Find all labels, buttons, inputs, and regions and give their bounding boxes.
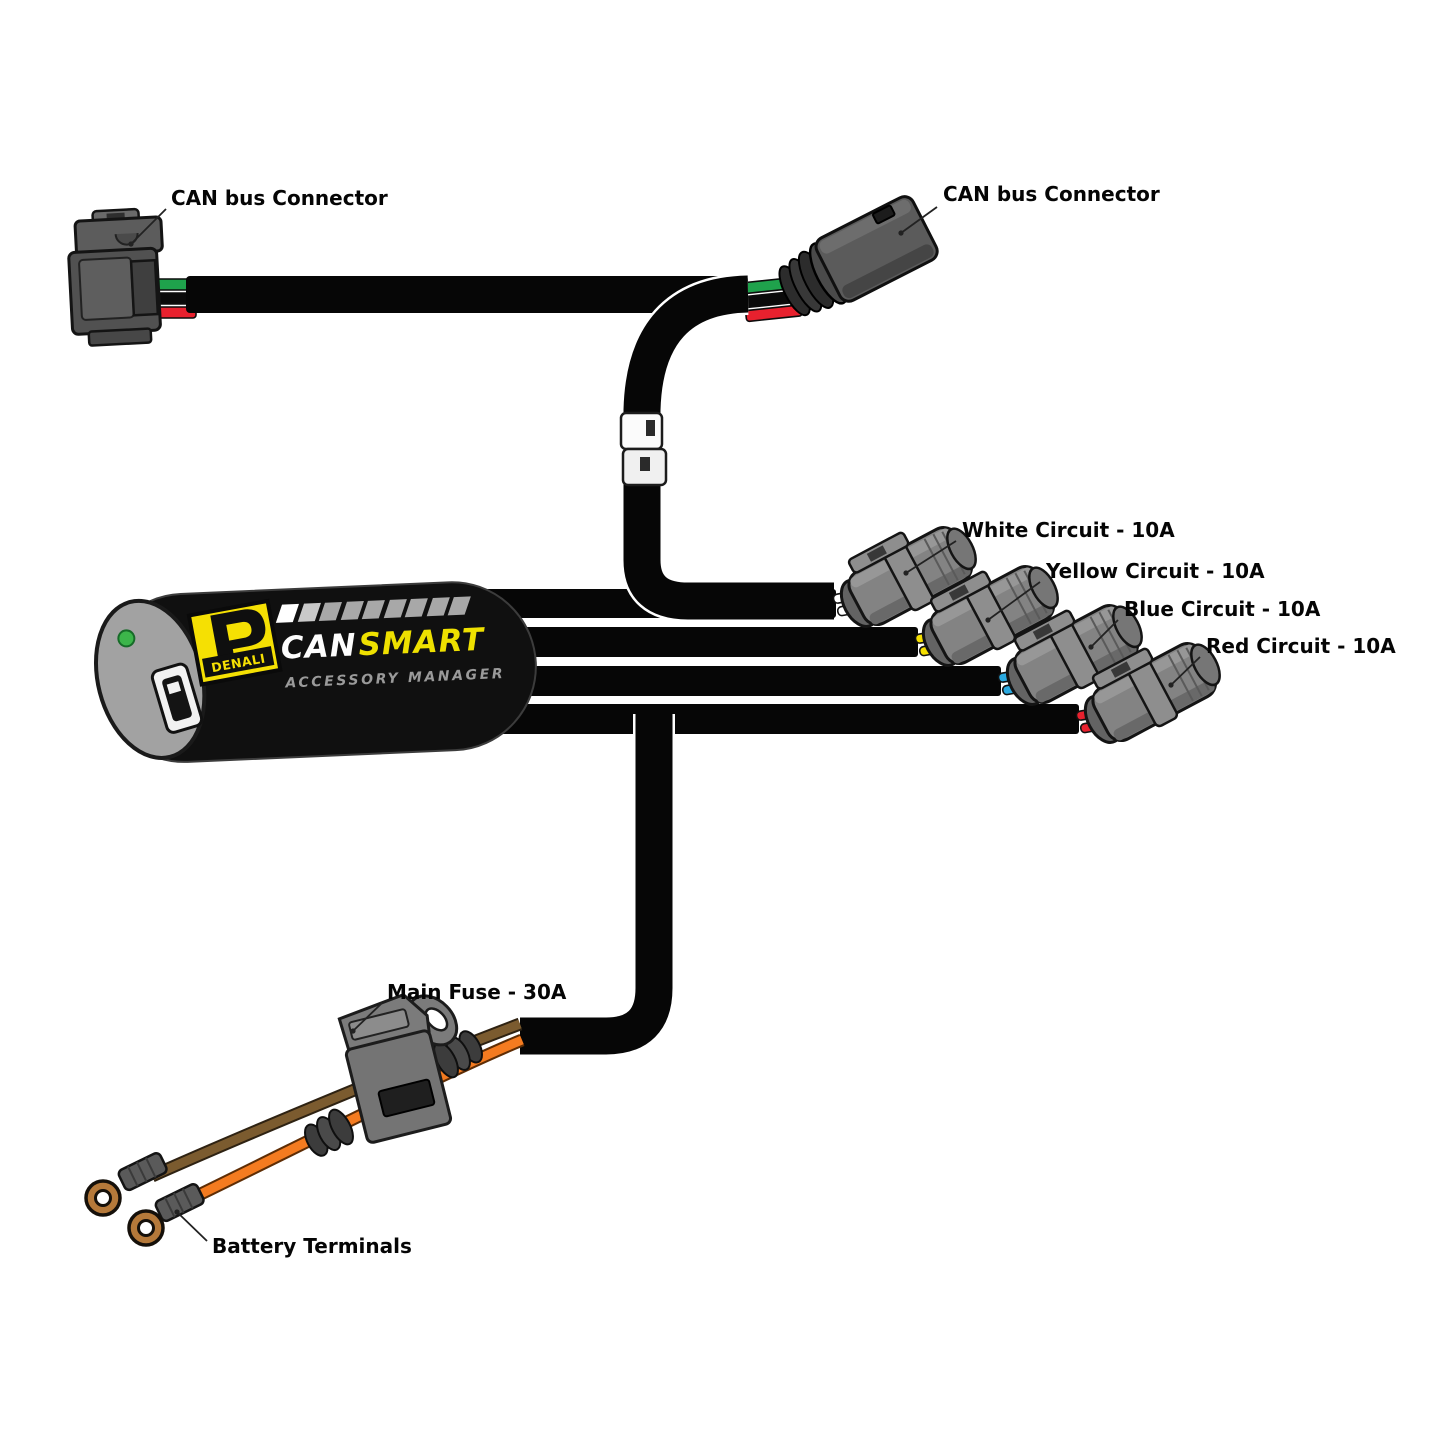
product-name-can: CAN: [280, 627, 357, 666]
annotations: CAN bus Connector CAN bus Connector Whit…: [128, 182, 1396, 1258]
denali-logo: DENALI: [186, 598, 283, 687]
leader-dot: [350, 1028, 356, 1034]
crimp-ribs: [164, 1188, 194, 1218]
status-led: [117, 629, 136, 648]
canbus-connector-right: [778, 195, 939, 317]
leader-blue-circuit: [1090, 619, 1119, 648]
clip-detail-1: [646, 420, 655, 436]
trunk-lower: [520, 714, 675, 1057]
label-can-bus-right: CAN bus Connector: [943, 182, 1160, 206]
boot-rib: [328, 1108, 354, 1146]
segment: [318, 601, 342, 622]
leader-white-circuit: [905, 540, 957, 574]
fuse-pull-hole: [424, 1007, 449, 1032]
cansmart-controller: DENALI CANSMART ACCESSORY MANAGER: [93, 581, 537, 763]
label-yellow-circuit: Yellow Circuit - 10A: [1045, 559, 1265, 583]
brown-wire: [150, 1019, 522, 1181]
fuse-window: [377, 1078, 436, 1118]
battery-terminal-orange: [127, 1183, 205, 1247]
trunk-upper: [621, 273, 834, 622]
logo-band: [202, 646, 275, 678]
segment: [383, 599, 407, 619]
segment: [426, 597, 450, 617]
leader-dot: [903, 570, 909, 576]
leader-dot: [128, 241, 134, 247]
segment: [297, 602, 321, 622]
fuse-boot-left: [304, 1108, 354, 1157]
canbus-harness: [67, 195, 1079, 1057]
label-red-circuit: Red Circuit - 10A: [1206, 634, 1396, 658]
usb-port-icon: [150, 662, 204, 734]
inline-clip: [619, 411, 668, 487]
leader-red-circuit: [1170, 656, 1201, 686]
segment: [361, 600, 385, 620]
crimp: [154, 1183, 205, 1223]
leader-dot: [1168, 682, 1174, 688]
leader-can-left: [130, 208, 167, 245]
ring-hole: [94, 1189, 112, 1207]
crimp-ribs: [127, 1157, 157, 1187]
connector-foot: [87, 327, 153, 347]
clip-upper: [619, 411, 664, 451]
wire-exit: [129, 258, 160, 317]
logo-d-counter: [226, 621, 252, 641]
segment: [404, 598, 428, 618]
power-leads: [84, 992, 525, 1247]
canbus-connector-left: [67, 207, 164, 347]
fuse-tower: [337, 992, 459, 1144]
circuit-connectors: [824, 504, 1233, 757]
segment: [340, 601, 364, 621]
leader-battery-terminals: [176, 1211, 208, 1242]
clip-detail-2: [640, 457, 650, 471]
connector-body: [814, 195, 939, 303]
crimp-sleeve: [117, 1152, 168, 1192]
status-segment-bar: [275, 596, 471, 623]
leader-yellow-circuit: [987, 581, 1041, 621]
canbus-cable: [186, 276, 748, 313]
leader-dot: [898, 230, 904, 236]
leader-dot: [1088, 644, 1094, 650]
product-name-smart: SMART: [358, 622, 487, 664]
leader-can-right: [900, 206, 938, 234]
red-circuit-cable: [450, 704, 1079, 734]
crimp: [117, 1152, 168, 1192]
blue-circuit-cable: [440, 666, 1001, 696]
ring-hole: [137, 1219, 155, 1237]
label-blue-circuit: Blue Circuit - 10A: [1124, 597, 1321, 621]
leader-main-fuse: [352, 1002, 383, 1032]
trunk-lower-cable: [520, 714, 673, 1055]
battery-terminal-brown: [84, 1152, 168, 1217]
product-name: CANSMART: [280, 622, 487, 667]
connector-face: [78, 256, 135, 321]
bottom-facet: [842, 244, 934, 299]
leader-dot: [985, 617, 991, 623]
trunk-upper-cable: [623, 275, 834, 620]
label-main-fuse: Main Fuse - 30A: [387, 980, 567, 1004]
circuit-cables: [430, 589, 1079, 734]
yellow-circuit-cable: [430, 627, 918, 657]
main-fuse-holder: [304, 992, 483, 1157]
segment: [275, 603, 300, 623]
label-can-bus-left: CAN bus Connector: [171, 186, 388, 210]
label-battery-terminals: Battery Terminals: [212, 1234, 412, 1258]
label-white-circuit: White Circuit - 10A: [962, 518, 1175, 542]
crimp-sleeve: [154, 1183, 205, 1223]
segment: [447, 596, 471, 616]
leader-dot: [174, 1209, 180, 1215]
usb-contact: [166, 681, 182, 695]
top-slot: [872, 204, 896, 225]
